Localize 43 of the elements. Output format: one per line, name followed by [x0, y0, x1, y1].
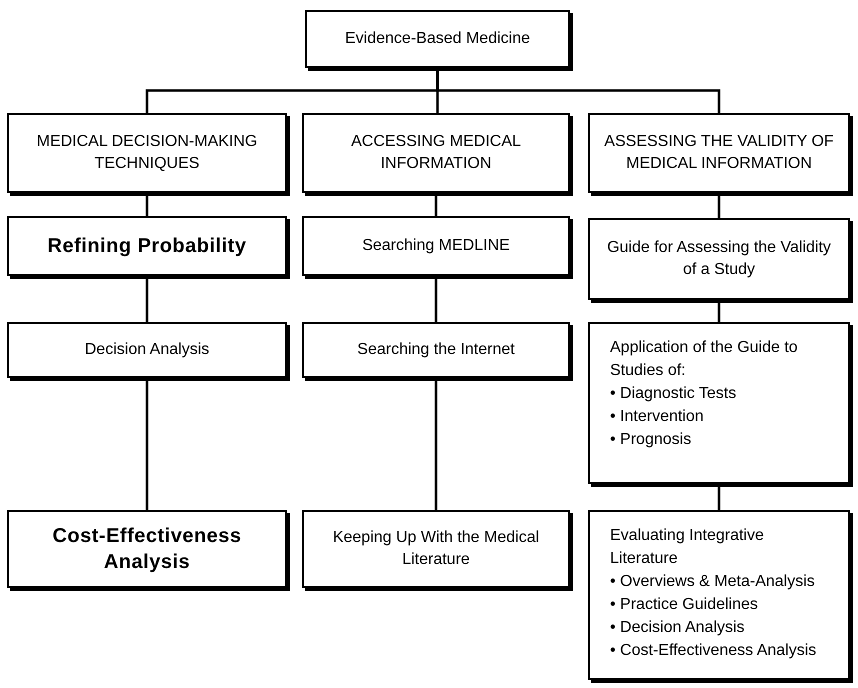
box-text: Searching MEDLINE: [362, 236, 510, 256]
process-box: [302, 216, 570, 276]
connector-line: [434, 193, 438, 216]
connector-line: [718, 193, 720, 218]
box-text: Decision Analysis: [84, 340, 210, 360]
connector-line: [718, 484, 720, 510]
box-text: Cost-Effectiveness Analysis: [51, 524, 243, 575]
process-box: [7, 113, 287, 193]
connector-line: [146, 378, 148, 510]
connector-line: [434, 276, 438, 322]
box-text: ACCESSING MEDICAL INFORMATION: [350, 132, 522, 174]
box-text: • Prognosis: [610, 430, 692, 450]
connector-line: [146, 193, 148, 216]
box-text: Refining Probability: [48, 234, 246, 259]
process-box: [588, 510, 850, 680]
connector-line: [436, 68, 720, 113]
box-text: Keeping Up With the Medical Literature: [332, 528, 540, 570]
process-box: [7, 510, 287, 588]
box-text: • Intervention: [610, 407, 704, 427]
box-text: Guide for Assessing the Validity of a Study: [606, 238, 832, 280]
box-text: ASSESSING THE VALIDITY OF MEDICAL INFORMATION: [603, 132, 835, 174]
process-box: [305, 10, 570, 68]
box-text: Searching the Internet: [357, 340, 515, 360]
process-box: [588, 218, 850, 300]
box-text: • Overviews & Meta-Analysis: [610, 572, 815, 592]
process-box: [302, 510, 570, 588]
box-text: MEDICAL DECISION-MAKING TECHNIQUES: [36, 132, 258, 174]
process-box: [302, 322, 570, 378]
box-text: Evaluating Integrative Literature: [610, 526, 765, 569]
box-text: • Decision Analysis: [610, 618, 745, 638]
box-text: Evidence-Based Medicine: [345, 29, 530, 49]
process-box: [7, 322, 287, 378]
process-box: [7, 216, 287, 276]
connector-line: [146, 276, 148, 322]
box-text: Application of the Guide to Studies of:: [610, 338, 799, 381]
process-box: [588, 322, 850, 484]
connector-line: [718, 300, 720, 322]
connector-line: [434, 378, 438, 510]
box-text: • Practice Guidelines: [610, 595, 758, 615]
box-text: • Cost-Effectiveness Analysis: [610, 641, 816, 661]
process-box: [302, 113, 570, 193]
box-text: • Diagnostic Tests: [610, 384, 736, 404]
process-box: [588, 113, 850, 193]
